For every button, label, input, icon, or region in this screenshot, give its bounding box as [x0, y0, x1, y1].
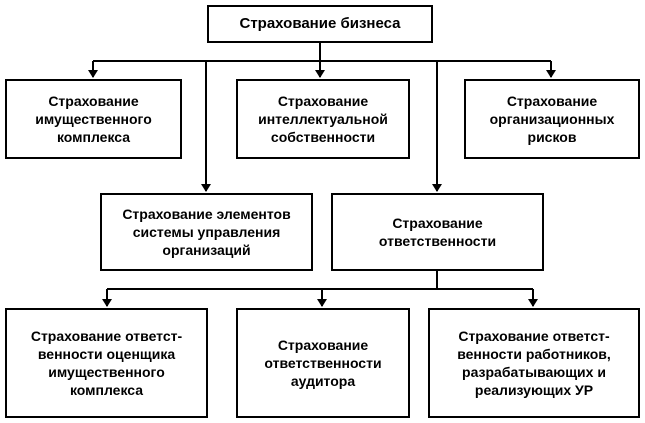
node-intellectual-property-insurance-label: Страхование интеллектуальной собственнос… [258, 93, 388, 145]
node-workers-liability-insurance-label: Страхование ответст- венности работников… [457, 328, 611, 398]
node-appraiser-liability-insurance-label: Страхование ответст- венности оценщика и… [30, 328, 183, 398]
node-management-system-insurance: Страхование элементов системы управления… [100, 193, 313, 271]
node-property-complex-insurance: Страхование имущественного комплекса [5, 79, 182, 159]
node-appraiser-liability-insurance: Страхование ответст- венности оценщика и… [5, 308, 208, 418]
node-property-complex-insurance-label: Страхование имущественного комплекса [35, 93, 152, 145]
node-liability-insurance-label: Страхование ответственности [378, 215, 497, 249]
node-organizational-risks-insurance: Страхование организационных рисков [464, 79, 640, 159]
node-management-system-insurance-label: Страхование элементов системы управления… [122, 206, 291, 258]
node-liability-insurance: Страхование ответственности [331, 193, 544, 271]
node-business-insurance: Страхование бизнеса [207, 5, 433, 43]
node-business-insurance-label: Страхование бизнеса [239, 15, 401, 32]
node-intellectual-property-insurance: Страхование интеллектуальной собственнос… [236, 79, 410, 159]
node-auditor-liability-insurance-label: Страхование ответственности аудитора [264, 337, 382, 389]
node-auditor-liability-insurance: Страхование ответственности аудитора [236, 308, 410, 418]
node-workers-liability-insurance: Страхование ответст- венности работников… [428, 308, 640, 418]
node-organizational-risks-insurance-label: Страхование организационных рисков [489, 93, 615, 145]
